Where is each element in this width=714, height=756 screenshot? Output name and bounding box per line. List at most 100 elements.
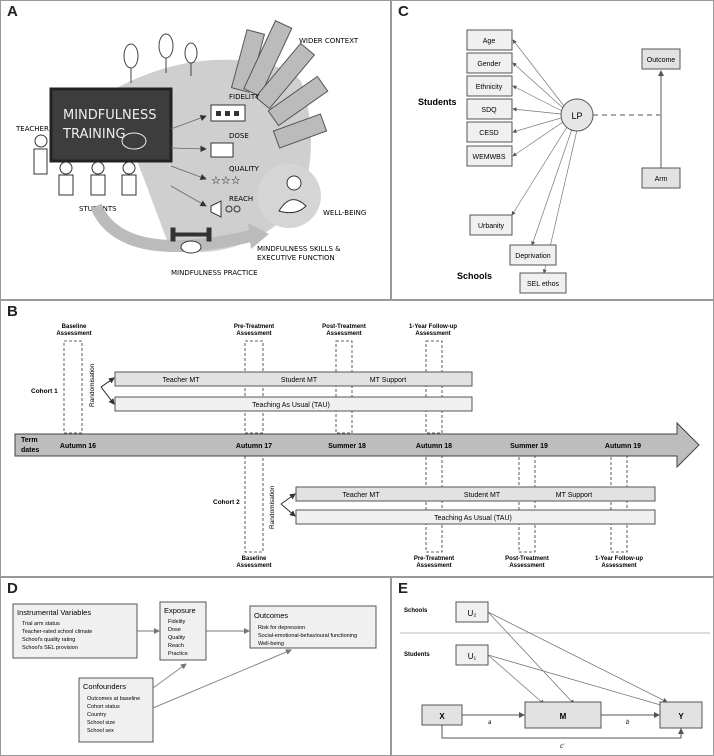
term-label-2: dates	[21, 447, 39, 454]
panel-e: E Schools Students U₂ U₁ X M Y a b c'	[391, 577, 714, 756]
c2-post-label-1: Post-Treatment	[505, 556, 549, 562]
exposure-item-2: Dose	[168, 627, 181, 633]
c1-tau-bar	[114, 396, 473, 412]
c1-baseline-label-1: Baseline	[62, 324, 87, 330]
c2-followup-label-2: Assessment	[601, 563, 636, 569]
teacher-figure	[33, 134, 48, 175]
skills-label-2: EXECUTIVE FUNCTION	[257, 254, 335, 262]
var-ethnicity: Ethnicity	[476, 84, 503, 91]
panel-d-label: D	[7, 580, 18, 597]
c2-assessment-windows	[244, 455, 628, 553]
a-label: a	[488, 720, 492, 726]
c2-tau-label: Teaching As Usual (TAU)	[434, 515, 512, 522]
skills-label-1: MINDFULNESS SKILLS &	[257, 245, 341, 253]
term-autumn-17: Autumn 17	[236, 443, 272, 450]
panel-a-illustration: MINDFULNESS TRAINING TEACHER STUDENTS FI…	[15, 19, 366, 277]
c2-pre-label-1: Pre-Treatment	[414, 556, 454, 562]
quality-label: QUALITY	[229, 165, 260, 173]
term-summer-19: Summer 19	[510, 443, 548, 450]
c1-student-mt: Student MT	[281, 377, 318, 384]
iv-item-4: School's SEL provision	[22, 645, 78, 651]
sel-ethos-box	[519, 272, 567, 294]
wider-context-label: WIDER CONTEXT	[299, 37, 359, 45]
brain-icon	[121, 132, 147, 150]
students-label: Students	[404, 652, 430, 658]
panel-e-diagram: Schools Students U₂ U₁ X M Y a b c'	[400, 601, 710, 750]
cohort-2-label: Cohort 2	[213, 499, 240, 506]
schools-label: Schools	[404, 608, 428, 614]
u2-label: U₂	[468, 609, 477, 618]
panel-d: D Instrumental Variables Trial arm statu…	[0, 577, 391, 756]
panel-a-label: A	[7, 3, 18, 20]
term-label-1: Term	[21, 437, 38, 444]
outcome-item-1: Risk for depression	[258, 625, 305, 631]
outcome-label: Outcome	[647, 57, 676, 64]
c1-post-label-1: Post-Treatment	[322, 324, 366, 330]
urbanity-label: Urbanity	[478, 223, 505, 230]
sel-ethos-label: SEL ethos	[527, 281, 560, 288]
dumbbell-icon	[170, 227, 212, 242]
lp-label: LP	[571, 111, 582, 121]
confounders-title: Confounders	[83, 682, 126, 691]
var-gender: Gender	[477, 61, 501, 68]
term-autumn-16: Autumn 16	[60, 443, 96, 450]
var-age: Age	[483, 38, 496, 45]
teacher-label: TEACHER	[15, 125, 49, 133]
b-label: b	[626, 720, 630, 726]
exposure-item-1: Fidelity	[168, 619, 186, 625]
meditating-person-icon	[278, 175, 307, 214]
y-label: Y	[678, 712, 684, 721]
building-icons	[230, 19, 329, 149]
panel-b: B Baseline Assessment Pre-Treatment Asse…	[0, 300, 714, 577]
outcome-item-3: Well-being	[258, 641, 284, 647]
practice-curve-arrow	[90, 203, 253, 252]
x-label: X	[439, 712, 445, 721]
panel-c-label: C	[398, 3, 409, 20]
panel-a: A MINDFULNESS TRAINING TEACHER	[0, 0, 391, 300]
iv-title: Instrumental Variables	[17, 608, 91, 617]
exposure-box	[159, 601, 207, 661]
arm-box	[641, 167, 681, 189]
var-wemwbs: WEMWBS	[472, 154, 505, 161]
c1-teacher-mt: Teacher MT	[163, 377, 201, 384]
c2-tau-bar	[295, 509, 656, 525]
well-being-label: WELL-BEING	[323, 209, 366, 217]
term-dates-arrow	[14, 421, 700, 469]
deprivation-box	[509, 244, 557, 266]
confounder-item-1: Outcomes at baseline	[87, 696, 140, 702]
deprivation-label: Deprivation	[515, 253, 551, 260]
c1-intervention-bar	[114, 371, 473, 387]
c1-tau-label: Teaching As Usual (TAU)	[252, 402, 330, 409]
exposure-item-3: Quality	[168, 635, 185, 641]
term-autumn-19: Autumn 19	[605, 443, 641, 450]
chalkboard	[49, 87, 173, 163]
c1-followup-label-1: 1-Year Follow-up	[409, 324, 457, 330]
u1-label: U₁	[468, 652, 477, 661]
c2-teacher-mt: Teacher MT	[343, 492, 381, 499]
c1-assessment-windows	[63, 340, 443, 434]
dose-label: DOSE	[229, 132, 249, 140]
panel-b-label: B	[7, 303, 18, 320]
board-title-2: TRAINING	[62, 127, 126, 142]
c2-post-label-2: Assessment	[509, 563, 544, 569]
var-cesd: CESD	[479, 130, 498, 137]
confounding-arrows	[487, 611, 668, 708]
outcome-box	[641, 48, 681, 70]
confounder-item-2: Cohort status	[87, 704, 120, 710]
confounder-item-4: School size	[87, 720, 115, 726]
students-figures	[58, 161, 137, 196]
outcome-item-2: Social-emotional-behavioural functioning	[258, 633, 357, 639]
schools-label: Schools	[457, 271, 492, 281]
c1-pre-label-2: Assessment	[236, 331, 271, 337]
c2-followup-label-1: 1-Year Follow-up	[595, 556, 643, 562]
board-title-1: MINDFULNESS	[63, 108, 156, 123]
panel-c-diagram: Students Schools Age Gender Ethnicity SD…	[418, 29, 681, 294]
iv-item-3: School's quality rating	[22, 637, 75, 643]
well-being-circle	[257, 164, 321, 228]
confounder-item-3: Country	[87, 712, 107, 718]
exposure-title: Exposure	[164, 606, 196, 615]
c-prime-path	[441, 725, 684, 739]
urbanity-box	[469, 214, 513, 236]
iv-box	[12, 603, 138, 659]
c1-randomisation-label: Randomisation	[89, 363, 96, 407]
